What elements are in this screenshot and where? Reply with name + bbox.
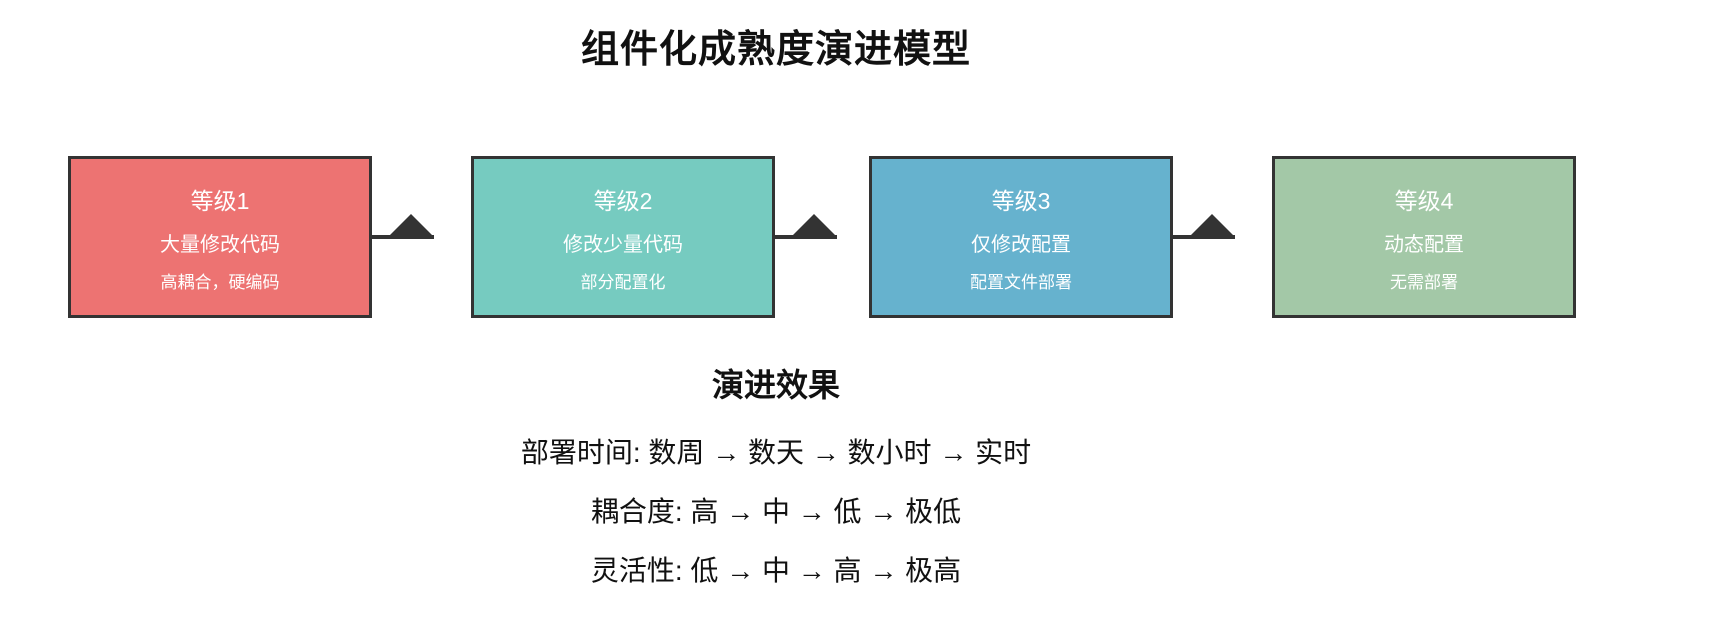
arrow-line [775,235,837,239]
level-box-3: 等级3 仅修改配置 配置文件部署 [869,156,1173,318]
level-subtext: 配置文件部署 [970,272,1072,292]
level-subtext: 高耦合，硬编码 [160,272,280,292]
level-name: 等级4 [1394,187,1454,214]
level-description: 动态配置 [1384,233,1464,256]
level-description: 仅修改配置 [971,233,1071,256]
level-box-2: 等级2 修改少量代码 部分配置化 [471,156,775,318]
arrow-up-icon [1191,214,1233,235]
level-name: 等级1 [190,187,250,214]
arrow-line [372,235,434,239]
arrow-up-icon [390,214,432,235]
level-description: 修改少量代码 [563,233,683,256]
effects-heading: 演进效果 [711,367,840,403]
arrow-up-icon [793,214,835,235]
effect-line-flexibility: 灵活性: 低 → 中 → 高 → 极高 [590,555,962,586]
diagram-title: 组件化成熟度演进模型 [580,29,971,71]
level-subtext: 无需部署 [1390,272,1458,292]
effect-line-deploy-time: 部署时间: 数周 → 数天 → 数小时 → 实时 [520,437,1032,468]
level-name: 等级3 [991,187,1051,214]
effect-line-coupling: 耦合度: 高 → 中 → 低 → 极低 [590,496,962,527]
level-box-1: 等级1 大量修改代码 高耦合，硬编码 [68,156,372,318]
arrow-line [1173,235,1235,239]
level-box-4: 等级4 动态配置 无需部署 [1272,156,1576,318]
level-description: 大量修改代码 [160,233,280,256]
level-subtext: 部分配置化 [580,272,666,292]
level-name: 等级2 [593,187,653,214]
